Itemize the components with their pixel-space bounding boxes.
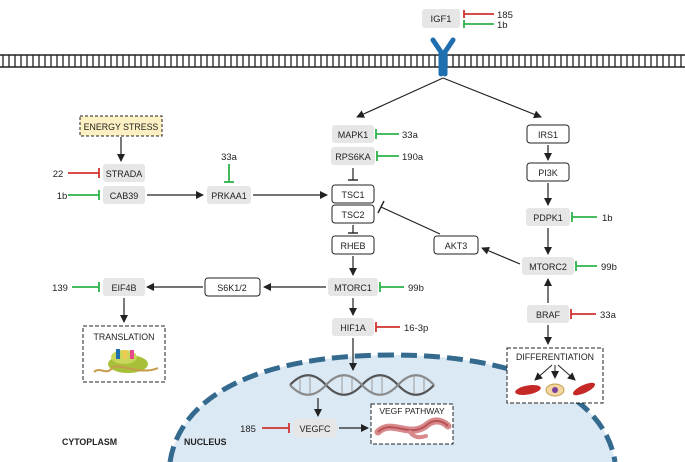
mapk1-regulator: 33a	[402, 130, 419, 141]
node-energy-stress-label: ENERGY STRESS	[84, 122, 159, 132]
node-mtorc2	[522, 257, 574, 275]
node-mtorc2-label: MTORC2	[529, 262, 567, 272]
ribosome-icon	[93, 349, 159, 373]
translation-label: TRANSLATION	[94, 332, 155, 342]
strada-regulator: 22	[53, 169, 64, 180]
node-mtorc1	[328, 278, 378, 296]
node-pdpk1-label: PDPK1	[533, 213, 563, 223]
braf-regulator: 33a	[600, 310, 617, 321]
node-tsc2	[331, 204, 375, 224]
node-rheb-label: RHEB	[340, 241, 365, 251]
vegfc-regulator: 185	[240, 424, 256, 435]
node-irs1-label: IRS1	[538, 130, 558, 140]
vegf-pathway-box: VEGF PATHWAY	[370, 403, 454, 445]
edge-receptor-mapk1	[356, 77, 444, 118]
blood-vessel-icon	[374, 417, 452, 440]
receptor-icon	[430, 37, 456, 77]
igf1-regulator-1b: 1b	[497, 20, 508, 31]
eif4b-regulator: 139	[52, 283, 68, 294]
node-tsc1	[331, 184, 375, 204]
node-eif4b	[103, 278, 145, 296]
node-strada	[103, 164, 145, 182]
differentiation-box: DIFFERENTIATION	[506, 347, 604, 404]
mtorc2-regulator: 99b	[601, 262, 617, 273]
pdpk1-regulator: 1b	[602, 213, 613, 224]
node-tsc2-label: TSC2	[341, 210, 364, 220]
translation-box: TRANSLATION	[82, 325, 166, 383]
node-prkaa1	[207, 186, 251, 204]
node-igf1	[422, 9, 460, 28]
node-eif4b-label: EIF4B	[111, 283, 136, 293]
edge-receptor-irs1	[442, 77, 542, 119]
node-pi3k-label: PI3K	[538, 168, 558, 178]
node-hif1a-label: HIF1A	[340, 323, 366, 333]
node-vegfc	[293, 419, 337, 437]
node-braf-label: BRAF	[536, 310, 561, 320]
node-pdpk1	[526, 208, 570, 226]
vegf-pathway-label: VEGF PATHWAY	[379, 406, 445, 416]
node-hif1a	[332, 318, 374, 336]
prkaa1-regulator: 33a	[221, 152, 238, 163]
node-vegfc-label: VEGFC	[299, 424, 331, 434]
nucleus-label: NUCLEUS	[184, 437, 227, 447]
node-igf1-label: IGF1	[430, 14, 451, 25]
cab39-regulator: 1b	[57, 191, 68, 202]
node-cab39	[103, 186, 145, 204]
igf1-regulator-185: 185	[497, 10, 513, 21]
node-rheb	[331, 235, 375, 255]
node-prkaa1-label: PRKAA1	[211, 191, 247, 201]
differentiation-label: DIFFERENTIATION	[516, 352, 594, 362]
node-strada-label: STRADA	[106, 169, 143, 179]
node-tsc1-label: TSC1	[341, 190, 364, 200]
node-energy-stress	[79, 115, 163, 137]
node-braf	[527, 305, 569, 323]
cytoplasm-label: CYTOPLASM	[62, 437, 117, 447]
node-rps6ka-label: RPS6KA	[335, 152, 371, 162]
node-cab39-label: CAB39	[110, 191, 139, 201]
dna-icon	[289, 374, 435, 396]
node-rps6ka	[331, 147, 375, 165]
node-irs1	[526, 124, 570, 144]
node-mapk1-label: MAPK1	[338, 130, 369, 140]
node-mtorc1-label: MTORC1	[334, 283, 372, 293]
node-pi3k	[526, 162, 570, 182]
cell-membrane	[0, 54, 685, 68]
hif1a-regulator: 16-3p	[404, 323, 428, 334]
node-akt3	[433, 235, 479, 255]
cells-icon	[515, 382, 596, 397]
node-s6k-label: S6K1/2	[217, 283, 247, 293]
node-s6k	[204, 277, 261, 297]
mtorc1-regulator: 99b	[408, 283, 424, 294]
node-mapk1	[332, 125, 374, 143]
rps6ka-regulator: 190a	[402, 152, 424, 163]
node-akt3-label: AKT3	[445, 241, 468, 251]
